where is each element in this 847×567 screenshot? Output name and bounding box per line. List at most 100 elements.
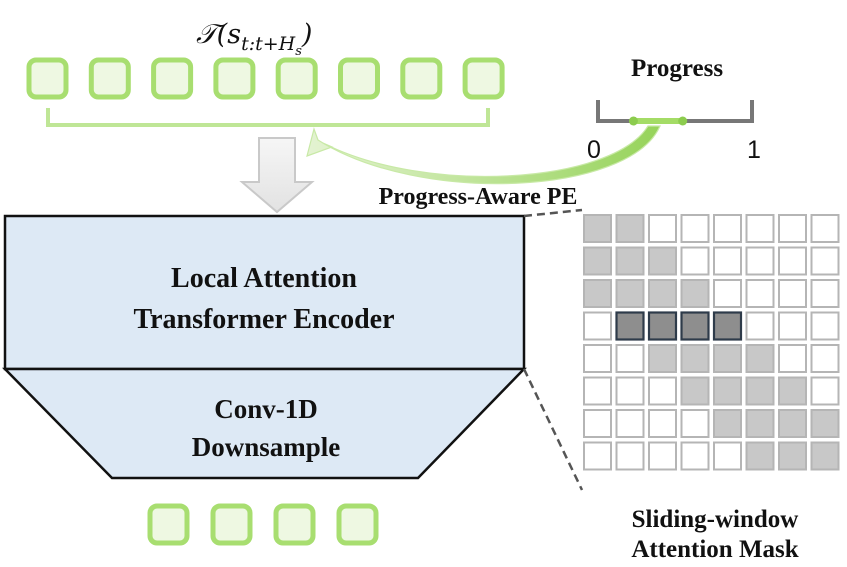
input-sequence-label: 𝒯(st:t+Hs) [196,19,312,59]
mask-cell-masked [810,311,840,341]
mask-cell-attended [648,279,677,308]
input-token [26,57,69,100]
zoom-line-bottom [522,368,584,491]
mask-cell-attended [680,279,710,308]
mask-cell-masked [713,441,742,471]
encoder-title-line1: Local Attention [171,263,357,294]
mask-title-line1: Sliding-window [632,506,799,533]
mask-cell-attended [648,246,677,276]
mask-cell-attended [778,409,807,438]
mask-cell-masked [615,344,645,373]
mask-cell-masked [680,214,710,243]
progress-bar [596,100,754,126]
mask-cell-masked [810,214,840,243]
mask-cell-masked [680,246,710,276]
downsample-title-line1: Conv-1D [214,394,318,424]
mask-cell-current [712,311,743,341]
mask-cell-current [647,311,678,341]
mask-title-line2: Attention Mask [631,536,798,563]
mask-cell-masked [713,214,742,243]
mask-cell-attended [745,344,775,373]
mask-cell-masked [745,311,775,341]
progress-aware-pe-label: Progress-Aware PE [379,184,578,210]
mask-cell-masked [583,409,612,438]
transformer-encoder-block [3,214,526,371]
mask-cell-masked [713,279,742,308]
mask-cell-masked [583,344,612,373]
mask-cell-attended [615,279,645,308]
mask-cell-masked [648,214,677,243]
mask-cell-masked [648,441,677,471]
output-token [210,503,253,546]
mask-cell-masked [810,246,840,276]
input-token [151,57,194,100]
mask-cell-attended [615,214,645,243]
mask-cell-attended [778,441,807,471]
input-token [88,57,131,100]
mask-cell-attended [615,246,645,276]
output-token [147,503,190,546]
mask-cell-masked [680,441,710,471]
mask-cell-masked [778,214,807,243]
mask-cell-masked [615,441,645,471]
mask-cell-attended [583,279,612,308]
mask-cell-masked [615,376,645,406]
conv-downsample-block [2,367,527,480]
zoom-line-top [523,208,583,218]
mask-cell-attended [810,409,840,438]
mask-cell-masked [615,409,645,438]
mask-cell-masked [583,441,612,471]
progress-title: Progress [631,55,723,82]
input-bracket [46,108,490,127]
mask-cell-masked [583,311,612,341]
progress-curve-arrow [306,125,661,185]
progress-max-label: 1 [747,136,761,164]
mask-cell-attended [810,441,840,471]
mask-cell-masked [745,279,775,308]
mask-cell-masked [648,376,677,406]
input-token [275,57,318,100]
mask-cell-masked [778,344,807,373]
mask-cell-masked [778,311,807,341]
mask-cell-attended [648,344,677,373]
mask-cell-attended [745,441,775,471]
mask-cell-attended [713,344,742,373]
mask-cell-attended [745,409,775,438]
input-token [462,57,505,100]
mask-cell-masked [745,214,775,243]
mask-cell-masked [713,246,742,276]
input-token [400,57,443,100]
mask-cell-masked [810,376,840,406]
input-token [213,57,256,100]
mask-cell-attended [778,376,807,406]
mask-cell-current [615,311,645,341]
mask-cell-attended [713,376,742,406]
mask-cell-masked [810,344,840,373]
downsample-title-line2: Downsample [192,432,341,462]
mask-cell-attended [713,409,742,438]
mask-cell-attended [680,376,710,406]
mask-cell-attended [680,344,710,373]
mask-cell-current [680,311,710,341]
output-token [273,503,316,546]
progress-range-start [628,116,638,126]
input-token-row [26,57,505,100]
mask-cell-masked [583,376,612,406]
progress-range-end [678,116,688,126]
mask-cell-masked [680,409,710,438]
attention-mask-grid [583,214,840,471]
mask-cell-attended [583,246,612,276]
mask-cell-masked [745,246,775,276]
mask-cell-masked [778,246,807,276]
mask-cell-attended [745,376,775,406]
mask-cell-masked [778,279,807,308]
encoder-title-line2: Transformer Encoder [133,304,394,335]
down-arrow-icon [239,137,315,214]
mask-cell-masked [648,409,677,438]
input-token [338,57,380,100]
mask-cell-attended [583,214,612,243]
output-token-row [147,503,379,546]
mask-cell-masked [810,279,840,308]
output-token [336,503,379,546]
